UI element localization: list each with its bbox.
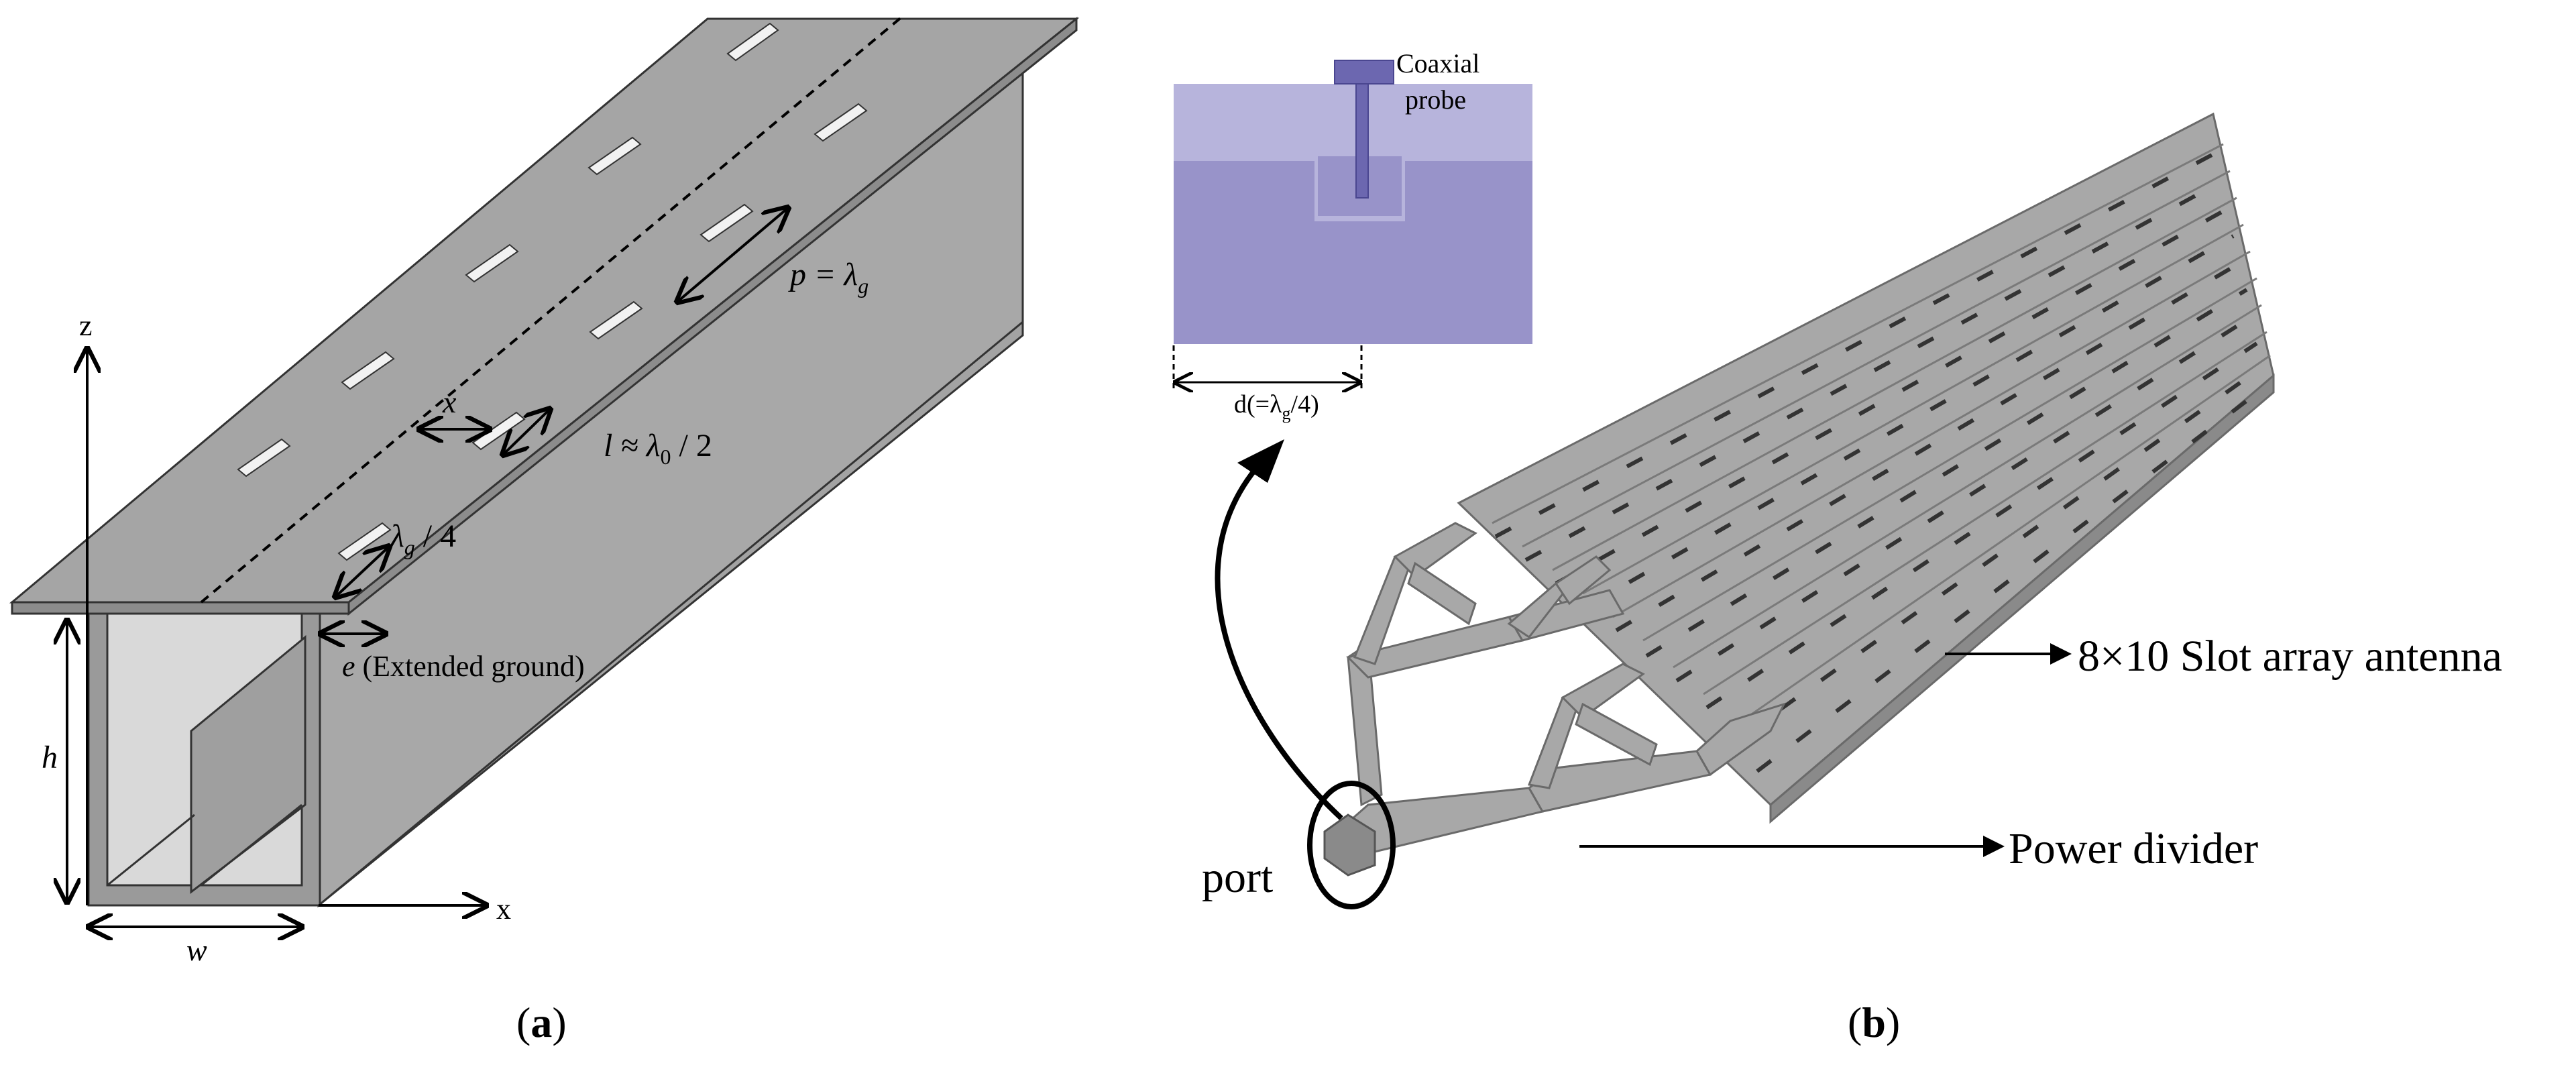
caption-b: (b): [1848, 998, 1900, 1048]
inset-d-label: d(=λg/4): [1234, 390, 1319, 423]
caption-a-close: ): [552, 999, 567, 1046]
divider-label: Power divider: [2009, 824, 2258, 873]
array-grid: [1492, 143, 2271, 726]
panel-b: Coaxial probe d(=λg/4): [1172, 48, 2502, 909]
slot: [589, 300, 643, 340]
pitch-label: p = λg: [788, 257, 869, 298]
inner-floor-line: [107, 814, 195, 887]
coaxial-label: Coaxial: [1396, 48, 1479, 78]
inner-floor-line-2: [201, 803, 302, 887]
caption-b-open: (: [1848, 999, 1862, 1046]
width-label: w: [186, 933, 207, 967]
caption-a-open: (: [516, 999, 531, 1046]
array-slots: [1494, 152, 2268, 773]
slot-length-label: l ≈ λ0 / 2: [604, 428, 712, 469]
slot: [237, 438, 291, 478]
probe-cap: [1334, 60, 1394, 85]
quarter-label: λg / 4: [389, 518, 456, 559]
port-label: port: [1202, 853, 1273, 902]
slot: [341, 351, 395, 390]
power-divider: [1339, 522, 1786, 853]
caption-b-close: ): [1885, 999, 1901, 1046]
inner-septum: [190, 634, 306, 895]
slot: [587, 136, 642, 176]
antenna-plate-edge: [1769, 373, 2275, 824]
caption-b-letter: b: [1862, 999, 1886, 1046]
offset-label: x: [442, 385, 457, 419]
height-label: h: [42, 740, 58, 775]
pitch-arrow: [677, 208, 788, 302]
probe-pin: [1355, 83, 1369, 199]
slot-length-arrow: [503, 409, 550, 455]
quarter-arrow: [335, 547, 389, 597]
inset-upper-layer: [1174, 84, 1532, 156]
port-block: [1323, 814, 1376, 877]
extended-ground-label: e (Extended ground): [342, 650, 585, 683]
center-line: [200, 15, 903, 604]
probe-label: probe: [1405, 85, 1466, 115]
slot: [814, 103, 868, 142]
panel-a: z x p = λg x l ≈ λ0 / 2 λg / 4 e (Extend…: [9, 15, 1080, 967]
top-plate-edge-right: [347, 16, 1078, 616]
inset-lower-layer: [1174, 156, 1532, 344]
coaxial-inset: Coaxial probe d(=λg/4): [1172, 48, 1532, 423]
curved-arrow: [1215, 461, 1343, 820]
caption-a-letter: a: [530, 999, 553, 1046]
port-highlight-circle: [1307, 781, 1396, 909]
slot: [465, 243, 519, 283]
curved-arrow-head: [1237, 439, 1284, 483]
axis-x-label: x: [496, 893, 511, 926]
axis-z-label: z: [79, 309, 93, 342]
slot: [726, 22, 779, 62]
top-plate-edge: [11, 601, 350, 615]
array-label: 8×10 Slot array antenna: [2078, 632, 2502, 681]
caption-a: (a): [516, 998, 567, 1048]
